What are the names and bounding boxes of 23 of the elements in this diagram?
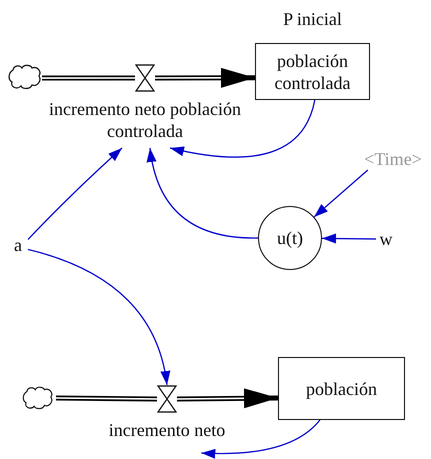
initial-value-label: P inicial [282, 8, 343, 30]
stock-name: población controlada [274, 50, 352, 94]
variable-name: a [13, 234, 23, 256]
causal-arrow [170, 100, 316, 158]
stock-name: población [306, 378, 377, 400]
flow-name: incremento neto [108, 419, 226, 441]
flow-pipe [42, 76, 135, 81]
variable-name: w [378, 228, 394, 250]
flow-name: incremento neto población controlada [48, 98, 242, 142]
stock-box [278, 357, 405, 420]
shadow-variable-name: <Time> [363, 148, 423, 170]
flow-pipe [155, 68, 255, 88]
causal-arrow [201, 420, 320, 459]
causal-arrow [147, 148, 258, 239]
causal-arrow [28, 248, 170, 386]
causal-arrow [322, 234, 376, 244]
variable-name: u(t) [277, 227, 303, 249]
flow-pipe [176, 388, 278, 408]
flow-pipe [56, 396, 158, 402]
cloud-source [8, 64, 42, 90]
variable-circle [258, 206, 322, 270]
causal-arrow [28, 148, 122, 240]
causal-arrow [314, 170, 368, 218]
